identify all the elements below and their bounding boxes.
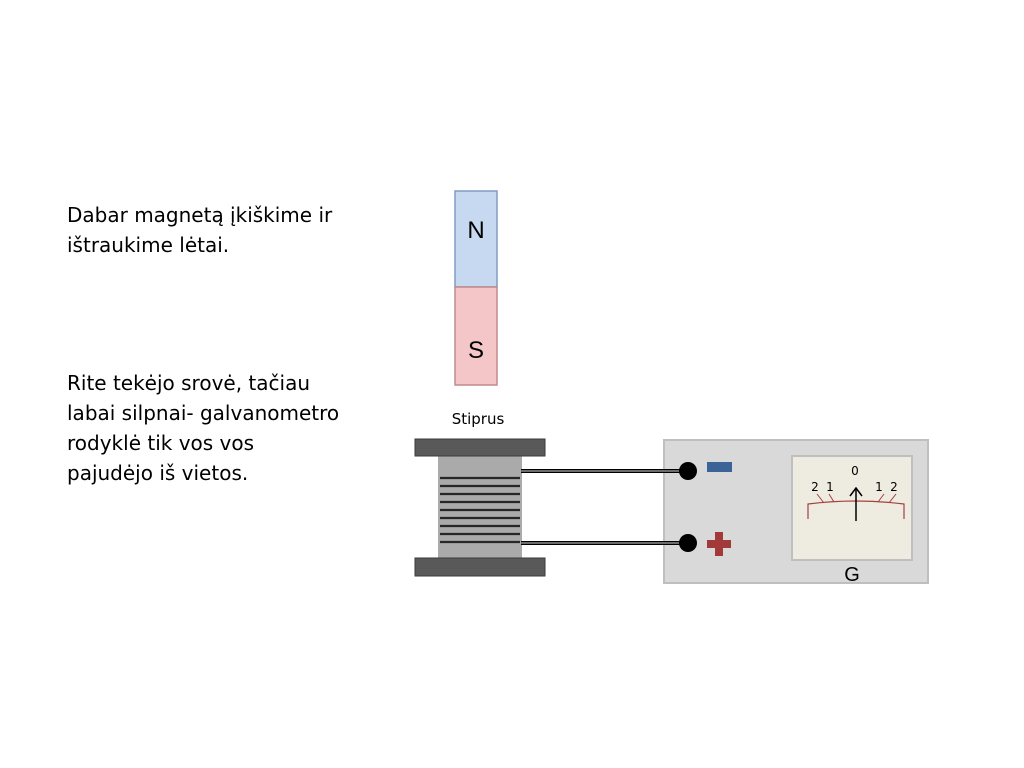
- scale-label-right-1: 1: [875, 480, 883, 494]
- wires: [521, 469, 688, 545]
- scale-label-0: 0: [851, 464, 859, 478]
- instruction-text: Dabar magnetą įkiškime ir ištraukime lėt…: [67, 203, 333, 257]
- south-label: S: [468, 337, 484, 364]
- coil-windings: [440, 476, 520, 544]
- magnet-north-pole: [454, 190, 498, 288]
- coil-bottom-flange: [414, 557, 546, 577]
- coil[interactable]: [414, 438, 546, 577]
- observation-text: Rite tekėjo srovė, tačiau labai silpnai-…: [67, 371, 340, 485]
- magnet-south-pole: [454, 286, 498, 386]
- positive-terminal[interactable]: [679, 534, 697, 552]
- galvanometer[interactable]: 0 2 1 1 2 G: [663, 439, 929, 586]
- galvanometer-needle: [849, 486, 863, 521]
- galvanometer-label: G: [844, 564, 860, 586]
- negative-terminal[interactable]: [679, 462, 697, 480]
- coil-label: Stiprus: [452, 410, 505, 428]
- north-label: N: [467, 217, 484, 244]
- galvanometer-dial: [791, 455, 913, 561]
- plus-icon: [707, 532, 731, 556]
- bar-magnet[interactable]: N S: [454, 190, 498, 386]
- scale-label-right-2: 2: [890, 480, 898, 494]
- scale-label-left-2: 2: [811, 480, 819, 494]
- scale-label-left-1: 1: [826, 480, 834, 494]
- minus-icon: [707, 462, 732, 472]
- coil-top-flange: [414, 438, 546, 457]
- dial-ticks: [816, 493, 897, 504]
